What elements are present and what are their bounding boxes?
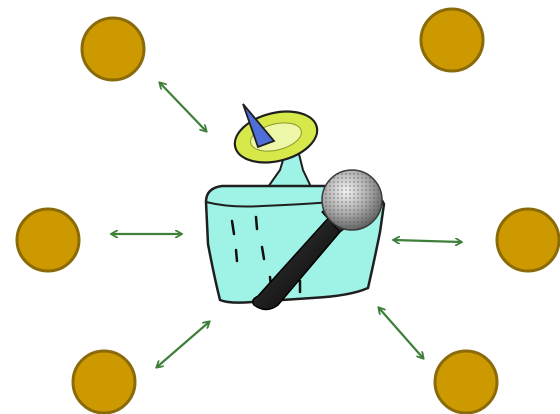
node-top-right (421, 9, 483, 71)
arrow-middle-right (394, 240, 461, 242)
node-middle-right (497, 209, 559, 271)
node-bottom-right (435, 351, 497, 413)
satellite-dish-icon (229, 104, 322, 189)
arrow-top-left (160, 83, 206, 131)
arrow-bottom-left (157, 322, 209, 367)
node-bottom-left (73, 351, 135, 413)
node-top-left (82, 18, 144, 80)
arrow-bottom-right (379, 308, 423, 358)
node-middle-left (17, 209, 79, 271)
